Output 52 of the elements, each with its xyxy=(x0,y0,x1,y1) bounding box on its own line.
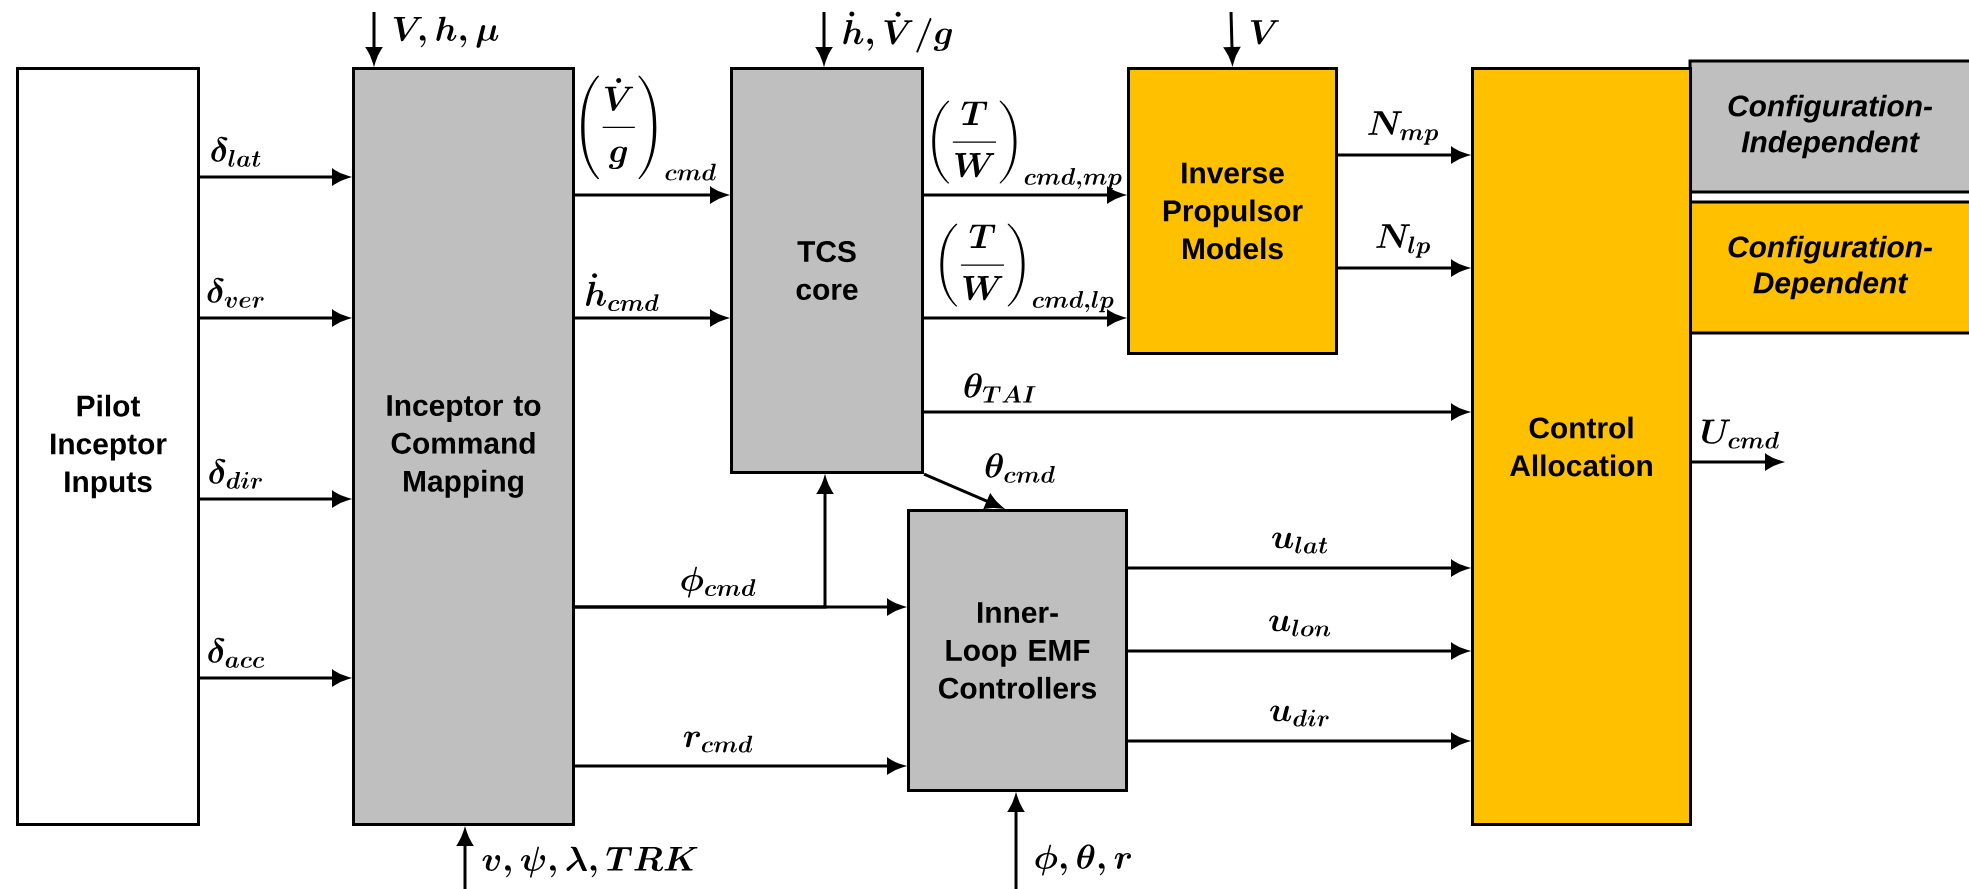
arrow xyxy=(575,477,833,609)
legend-label: Configuration- Dependent xyxy=(1728,235,1933,300)
arrow xyxy=(1128,643,1468,659)
edge-label: $\left(\frac{\dot{V}}{g}\right)_{cmd}$ xyxy=(581,75,716,181)
input-box: Pilot Inceptor Inputs xyxy=(16,67,200,826)
edge-label: $V, h, \mu$ xyxy=(393,16,499,48)
arrow xyxy=(924,404,1468,420)
edge-label: $\theta_{cmd}$ xyxy=(985,453,1055,483)
arrow xyxy=(1338,260,1468,276)
edge-label: $N_{lp}$ xyxy=(1376,224,1430,258)
arrow xyxy=(816,12,832,64)
arrow xyxy=(1008,795,1024,889)
arrow xyxy=(366,12,382,64)
arrow xyxy=(924,310,1124,326)
edge-label: $\delta_{dir}$ xyxy=(209,458,262,489)
edge-label: $\delta_{ver}$ xyxy=(207,277,264,308)
arrow xyxy=(200,670,349,686)
arrow xyxy=(923,472,1002,509)
controller-box: Inner-Loop EMF Controllers xyxy=(907,509,1128,792)
edge-label: $\left(\frac{T}{W}\right)_{cmd,mp}$ xyxy=(932,100,1122,190)
edge-label: $\left(\frac{T}{W}\right)_{cmd,lp}$ xyxy=(940,223,1114,313)
edge-label: $\delta_{acc}$ xyxy=(208,637,265,668)
arrow xyxy=(1338,147,1468,163)
arrow xyxy=(575,758,904,774)
core-box: TCS core xyxy=(730,67,924,474)
model-box: Inverse Propulsor Models xyxy=(1127,67,1338,355)
edge-label: $v, \psi, \lambda, TRK$ xyxy=(482,846,698,878)
edge-label: $V$ xyxy=(1250,20,1279,45)
edge-label: $N_{mp}$ xyxy=(1368,111,1439,145)
arrow xyxy=(200,491,349,507)
mapping-box: Inceptor to Command Mapping xyxy=(352,67,575,826)
edge-label: $u_{lon}$ xyxy=(1269,615,1331,637)
arrow xyxy=(924,187,1124,203)
edge-label: $\theta_{TAI}$ xyxy=(964,373,1036,403)
edge-label: $\phi, \theta, r$ xyxy=(1035,844,1131,876)
edge-label: $\dot{h}_{cmd}$ xyxy=(585,273,659,312)
arrow xyxy=(1128,733,1468,749)
edge-label: $u_{dir}$ xyxy=(1270,705,1329,727)
arrow xyxy=(1692,454,1782,470)
edge-label: $u_{lat}$ xyxy=(1272,532,1328,554)
arrow xyxy=(575,187,727,203)
edge-label: $r_{cmd}$ xyxy=(683,731,753,753)
arrow xyxy=(200,310,349,326)
edge-label: $\delta_{lat}$ xyxy=(211,136,261,167)
edge-label: $\phi_{cmd}$ xyxy=(681,566,756,598)
arrow xyxy=(200,169,349,185)
edge-label: $\dot{h}, \dot{V}/g$ xyxy=(843,11,952,53)
arrow xyxy=(1128,560,1468,576)
edge-label: $U_{cmd}$ xyxy=(1702,419,1779,449)
arrow xyxy=(457,829,473,889)
arrow xyxy=(575,310,727,326)
legend-label: Configuration- Independent xyxy=(1728,94,1933,159)
